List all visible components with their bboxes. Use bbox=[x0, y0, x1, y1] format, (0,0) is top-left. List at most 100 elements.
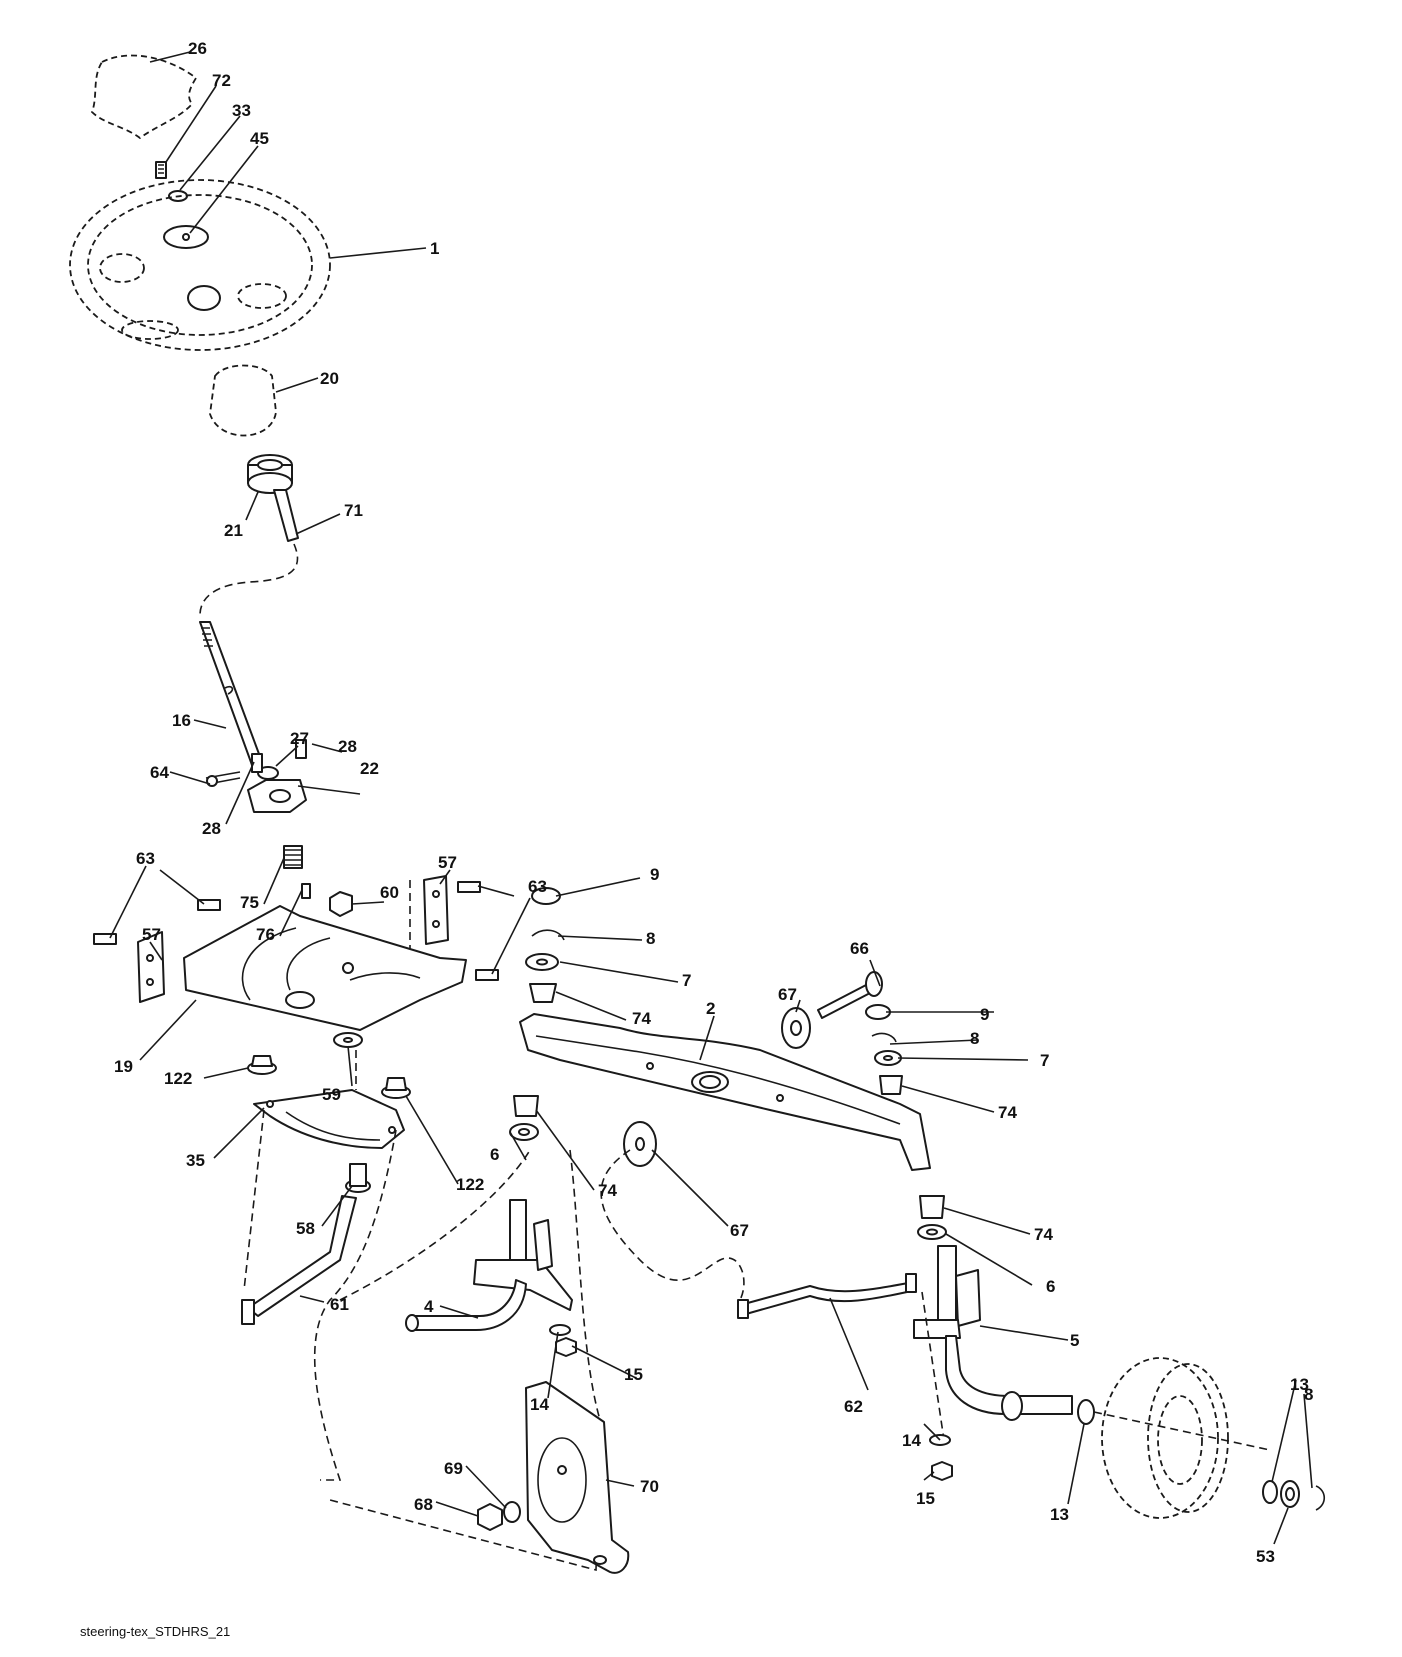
callout-72: 72 bbox=[212, 71, 231, 90]
callout-33: 33 bbox=[232, 101, 251, 120]
callout-28-lower: 28 bbox=[202, 819, 221, 838]
callout-45: 45 bbox=[250, 129, 269, 148]
callout-57-left: 57 bbox=[142, 925, 161, 944]
nut-122-a bbox=[247, 1055, 277, 1075]
diagram-footer-text: steering-tex_STDHRS_21 bbox=[80, 1624, 230, 1639]
washer-69 bbox=[503, 1501, 521, 1523]
callout-61: 61 bbox=[330, 1295, 349, 1314]
bushing-74-a bbox=[529, 983, 557, 1003]
left-spindle-4 bbox=[405, 1199, 573, 1332]
cap-bolt-72 bbox=[155, 161, 167, 179]
callout-5: 5 bbox=[1070, 1331, 1079, 1350]
steering-wheel-cap-26 bbox=[90, 54, 198, 140]
bushing-bracket-22 bbox=[247, 779, 307, 813]
callout-27: 27 bbox=[290, 729, 309, 748]
bushing-58 bbox=[345, 1163, 371, 1193]
washer-14-a bbox=[549, 1324, 571, 1336]
steering-shaft-16 bbox=[199, 621, 263, 766]
washer-53 bbox=[1280, 1480, 1300, 1508]
washer-13-a bbox=[1077, 1399, 1095, 1425]
callout-26: 26 bbox=[188, 39, 207, 58]
washer-7-b bbox=[874, 1050, 902, 1066]
bolt-63-c bbox=[457, 881, 481, 893]
callout-74-a: 74 bbox=[632, 1009, 651, 1028]
front-axle-2 bbox=[519, 1013, 931, 1171]
bolt-76 bbox=[301, 883, 311, 899]
callout-62: 62 bbox=[844, 1397, 863, 1416]
callout-19: 19 bbox=[114, 1057, 133, 1076]
callout-60: 60 bbox=[380, 883, 399, 902]
callout-7-left: 7 bbox=[682, 971, 691, 990]
cap-9-a bbox=[531, 887, 561, 905]
retainer-8-a bbox=[531, 929, 565, 941]
callout-74-c: 74 bbox=[598, 1181, 617, 1200]
callout-6-right: 6 bbox=[1046, 1277, 1055, 1296]
retainer-8-c bbox=[1315, 1485, 1326, 1511]
nut-122-b bbox=[381, 1077, 411, 1099]
callout-14-right: 14 bbox=[902, 1431, 921, 1450]
washer-7-a bbox=[525, 953, 559, 971]
leader-lines bbox=[109, 51, 1313, 1545]
callout-71: 71 bbox=[344, 501, 363, 520]
callout-122-right: 122 bbox=[456, 1175, 484, 1194]
callout-74-b: 74 bbox=[998, 1103, 1017, 1122]
front-wheel bbox=[1101, 1357, 1229, 1519]
callout-35: 35 bbox=[186, 1151, 205, 1170]
callout-9-right: 9 bbox=[980, 1005, 989, 1024]
pin-71 bbox=[273, 489, 299, 542]
side-plate-57-b bbox=[423, 875, 449, 945]
callout-4: 4 bbox=[424, 1297, 434, 1316]
axle-guide-line bbox=[600, 1149, 745, 1301]
callout-14-left: 14 bbox=[530, 1395, 549, 1414]
callout-1: 1 bbox=[430, 239, 439, 258]
bushing-74-b bbox=[879, 1075, 903, 1095]
bolt-28-a bbox=[251, 753, 263, 773]
bolt-28-b bbox=[295, 739, 307, 759]
pinion-gear-75 bbox=[283, 845, 303, 869]
callout-66: 66 bbox=[850, 939, 869, 958]
bushing-74-d bbox=[919, 1195, 945, 1219]
callout-8-left: 8 bbox=[646, 929, 655, 948]
callout-67-lower: 67 bbox=[730, 1221, 749, 1240]
callout-20: 20 bbox=[320, 369, 339, 388]
callout-57-right: 57 bbox=[438, 853, 457, 872]
callout-64: 64 bbox=[150, 763, 169, 782]
washer-6-b bbox=[917, 1224, 947, 1240]
callout-28-top: 28 bbox=[338, 737, 357, 756]
sector-guide-left bbox=[243, 1109, 265, 1291]
callout-22: 22 bbox=[360, 759, 379, 778]
callout-9-left: 9 bbox=[650, 865, 659, 884]
steering-boot-20 bbox=[209, 364, 277, 437]
drag-link-guide bbox=[313, 1129, 397, 1481]
washer-6-a bbox=[509, 1123, 539, 1141]
steering-wheel-1 bbox=[69, 179, 331, 351]
washer-13-b bbox=[1262, 1480, 1278, 1504]
callout-68: 68 bbox=[414, 1495, 433, 1514]
hairpin-64 bbox=[205, 771, 241, 787]
callout-7-right: 7 bbox=[1040, 1051, 1049, 1070]
steering-plate-19 bbox=[183, 905, 467, 1031]
washer-59 bbox=[333, 1032, 363, 1048]
nut-68 bbox=[477, 1503, 503, 1531]
nut-60 bbox=[329, 891, 353, 917]
adapter-21 bbox=[247, 454, 293, 494]
callout-53: 53 bbox=[1256, 1547, 1275, 1566]
callout-76: 76 bbox=[256, 925, 275, 944]
callout-122-left: 122 bbox=[164, 1069, 192, 1088]
shaft-guide-line bbox=[199, 543, 299, 616]
wheel-axis-line bbox=[1093, 1411, 1271, 1451]
steering-sector-35 bbox=[253, 1089, 405, 1149]
nut-15-b bbox=[931, 1461, 953, 1481]
callout-13-right: 13 bbox=[1290, 1375, 1309, 1394]
callout-59: 59 bbox=[322, 1085, 341, 1104]
callout-70: 70 bbox=[640, 1477, 659, 1496]
spacer-67-a bbox=[781, 1007, 811, 1049]
tie-rod-guide bbox=[921, 1291, 945, 1441]
callout-2: 2 bbox=[706, 999, 715, 1018]
callout-8-right: 8 bbox=[970, 1029, 979, 1048]
bushing-74-c bbox=[513, 1095, 539, 1117]
callout-8-wheel: 8 bbox=[1304, 1385, 1313, 1404]
callout-63-right: 63 bbox=[528, 877, 547, 896]
right-spindle-5 bbox=[913, 1245, 1073, 1421]
